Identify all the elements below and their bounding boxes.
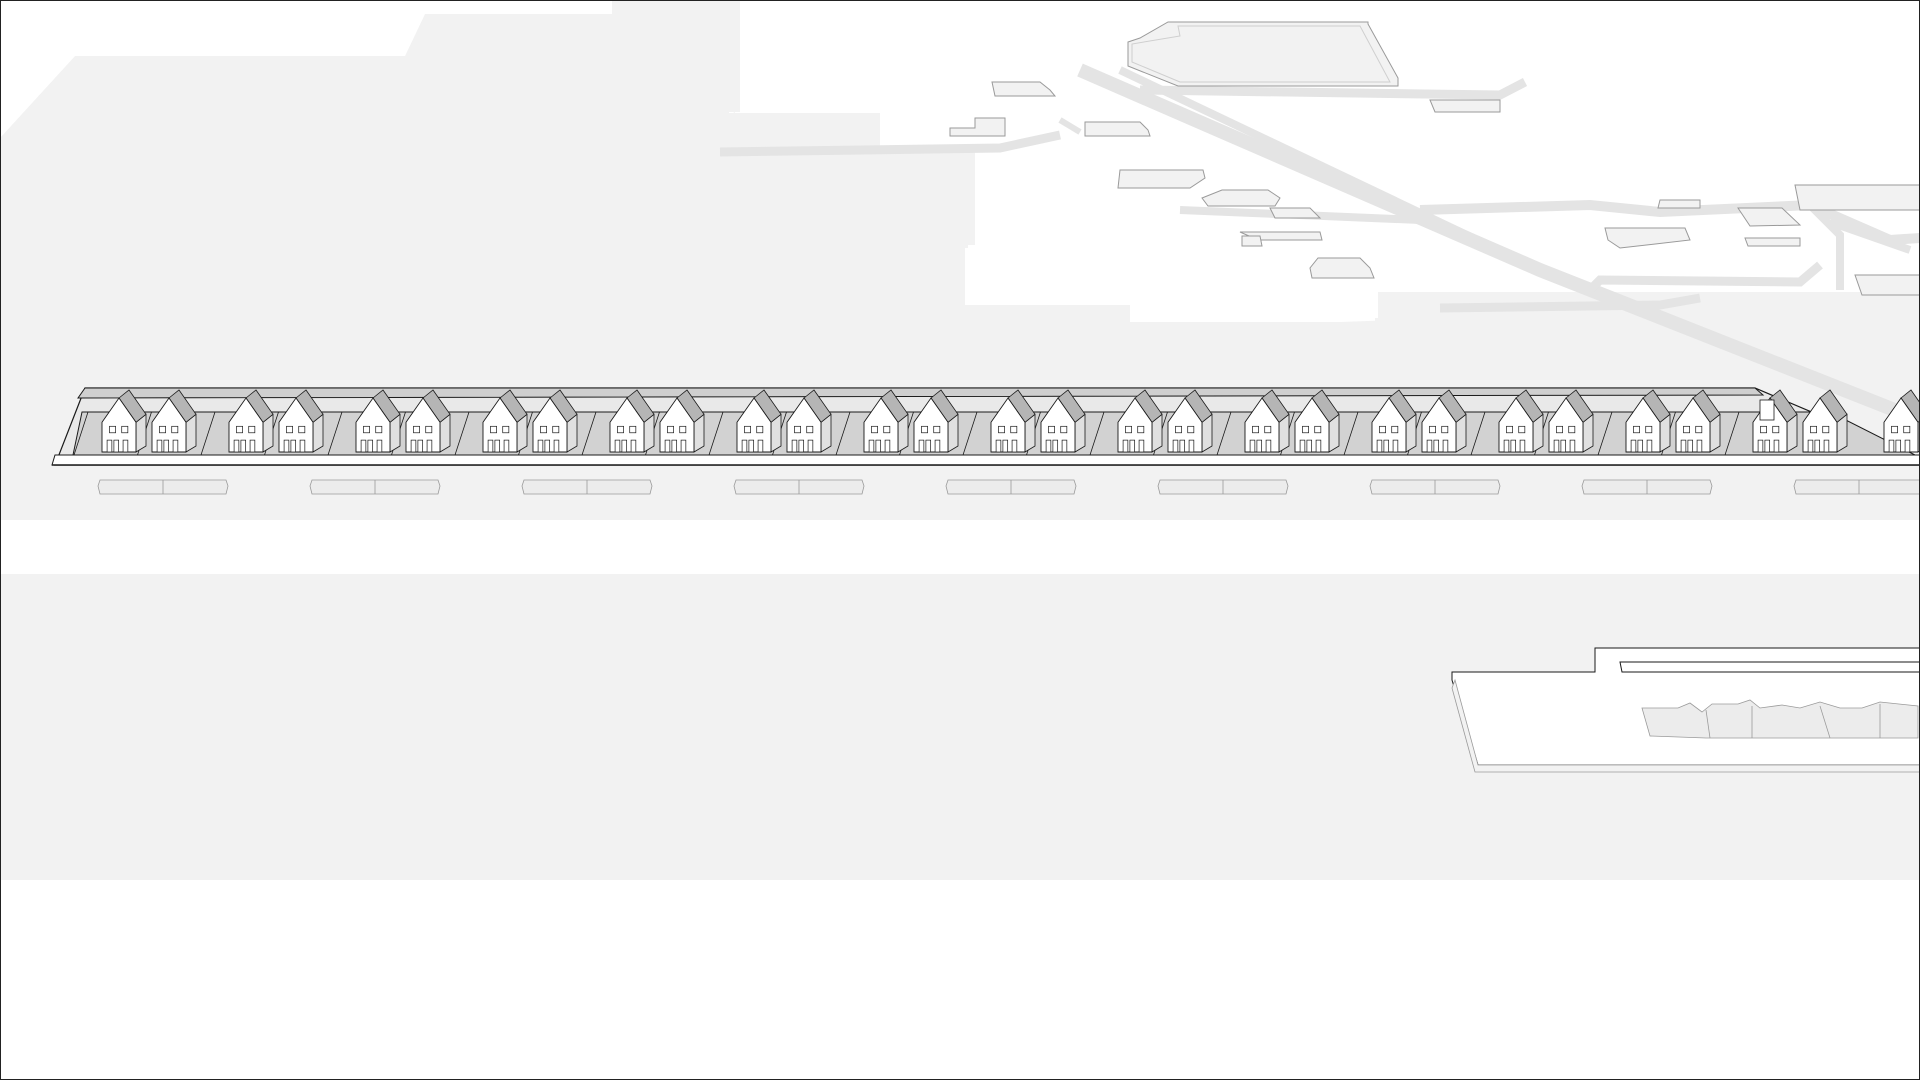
- lot-front-strip: [51, 454, 1920, 466]
- parking-bay: [1581, 479, 1713, 495]
- plot-divider: [581, 411, 597, 456]
- plot-divider: [1343, 411, 1359, 456]
- house: [990, 389, 1036, 453]
- house: [1421, 389, 1467, 453]
- house: [1294, 389, 1340, 453]
- parking-bay: [97, 479, 229, 495]
- building-large: [1127, 21, 1399, 87]
- parking-bay: [1793, 479, 1920, 495]
- plot-divider: [73, 411, 89, 456]
- house: [786, 389, 832, 453]
- plot-divider: [1216, 411, 1232, 456]
- house: [405, 389, 451, 453]
- house: [659, 389, 705, 453]
- parking-bay: [733, 479, 865, 495]
- lower-white-band: [0, 880, 1920, 1080]
- house: [532, 389, 578, 453]
- parking-bay: [1369, 479, 1501, 495]
- house: [278, 389, 324, 453]
- house: [1117, 389, 1163, 453]
- plot-divider: [1724, 411, 1740, 456]
- background-buildings: [949, 21, 1920, 296]
- street-gap: [0, 520, 1920, 574]
- roads-upper: [719, 47, 1920, 427]
- plot-divider: [454, 411, 470, 456]
- house: [228, 389, 274, 453]
- parking-bay: [309, 479, 441, 495]
- parking-bay: [521, 479, 653, 495]
- house: [609, 389, 655, 453]
- house: [863, 389, 909, 453]
- upper-right-clearings: [1540, 270, 1920, 290]
- lower-right-building: [1451, 647, 1920, 773]
- house-row: [101, 389, 1920, 453]
- house: [1802, 389, 1848, 453]
- parking-bay: [945, 479, 1077, 495]
- house: [1883, 389, 1920, 453]
- house: [1167, 389, 1213, 453]
- ground-grey-top: [612, 0, 1920, 330]
- parking-row-upper: [97, 479, 1920, 495]
- house: [1244, 389, 1290, 453]
- plot-divider: [1470, 411, 1486, 456]
- house: [482, 389, 528, 453]
- plot-divider: [835, 411, 851, 456]
- house: [1675, 389, 1721, 453]
- lot-top-edge: [77, 387, 1765, 399]
- house: [736, 389, 782, 453]
- house: [101, 389, 147, 453]
- plot-divider: [200, 411, 216, 456]
- plot-divider: [962, 411, 978, 456]
- house: [151, 389, 197, 453]
- house: [1371, 389, 1417, 453]
- ground-front: [0, 520, 1920, 880]
- house: [1625, 389, 1671, 453]
- plot-divider: [1597, 411, 1613, 456]
- house: [1498, 389, 1544, 453]
- annex: [1759, 399, 1775, 421]
- house: [1040, 389, 1086, 453]
- plot-divider: [1089, 411, 1105, 456]
- plot-divider: [327, 411, 343, 456]
- house: [913, 389, 959, 453]
- plot-divider: [708, 411, 724, 456]
- house: [1548, 389, 1594, 453]
- parking-bay: [1157, 479, 1289, 495]
- house: [355, 389, 401, 453]
